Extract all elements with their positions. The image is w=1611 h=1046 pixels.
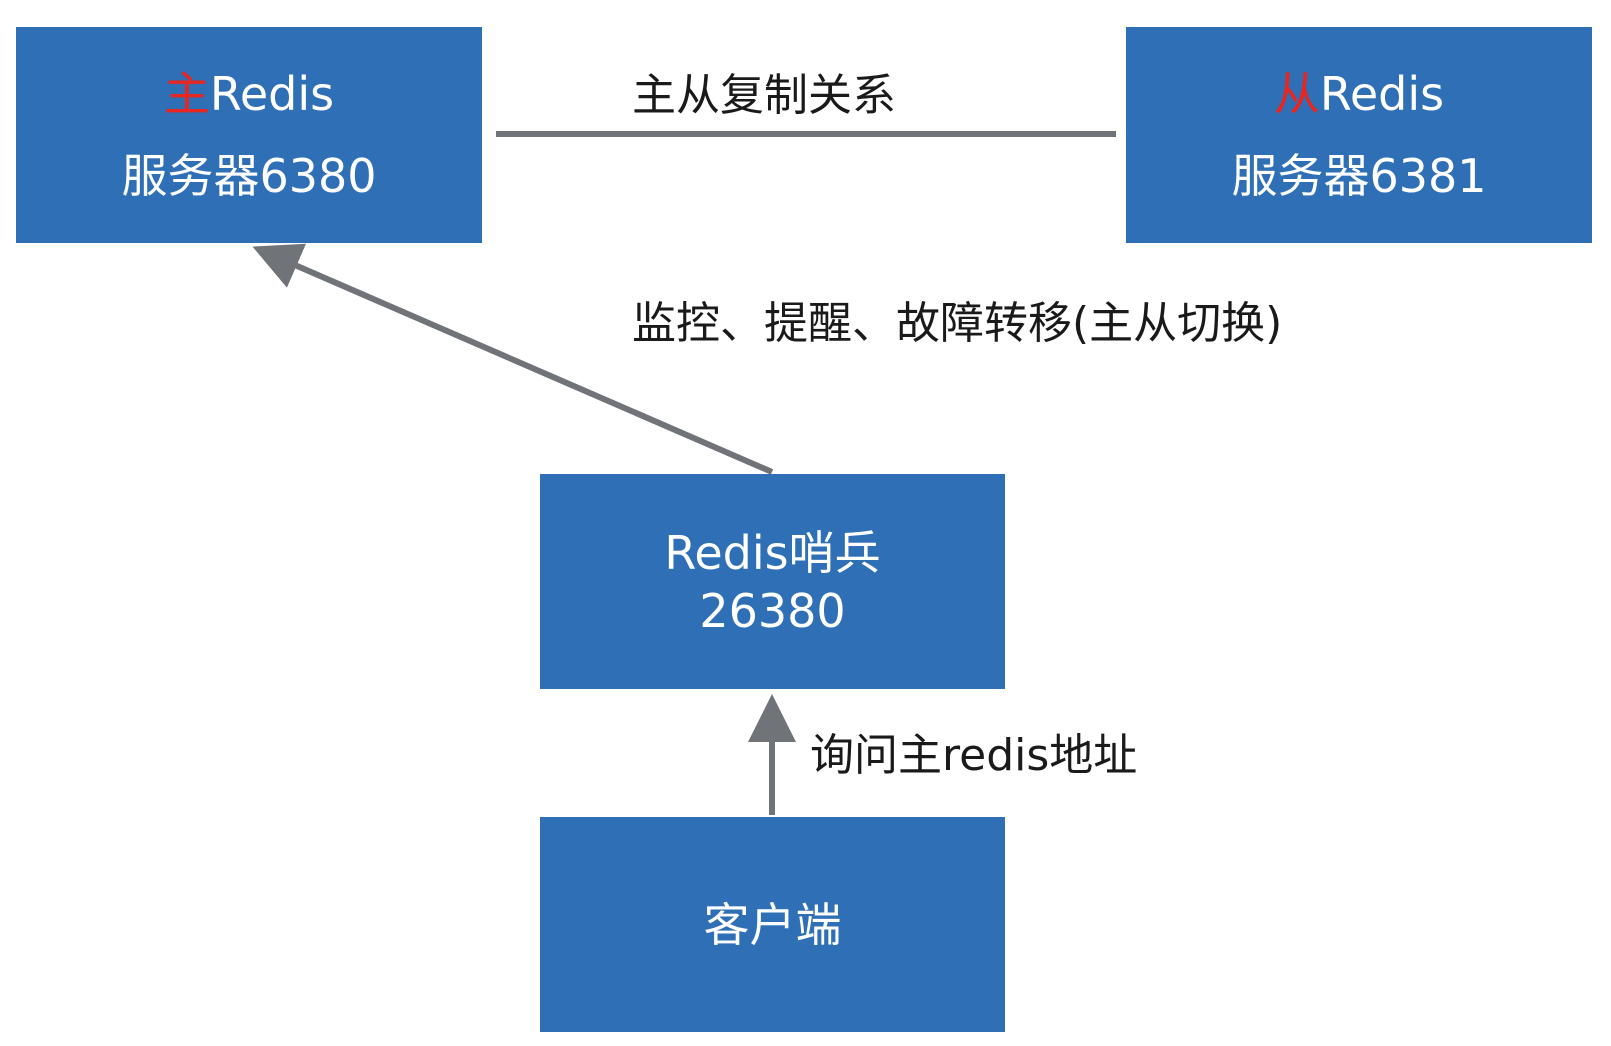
sentinel-port: 26380 bbox=[699, 583, 846, 638]
replication-label: 主从复制关系 bbox=[632, 70, 896, 121]
slave-name: Redis bbox=[1319, 67, 1445, 121]
master-redis-box: 主Redis 服务器6380 bbox=[16, 27, 482, 243]
slave-redis-box: 从Redis 服务器6381 bbox=[1126, 27, 1592, 243]
client-box: 客户端 bbox=[540, 817, 1005, 1032]
master-title: 主Redis bbox=[164, 71, 334, 117]
client-label: 客户端 bbox=[703, 897, 842, 952]
slave-prefix: 从 bbox=[1273, 67, 1320, 121]
query-label: 询问主redis地址 bbox=[810, 730, 1138, 781]
monitor-arrow bbox=[252, 243, 774, 475]
sentinel-box: Redis哨兵 26380 bbox=[540, 474, 1005, 689]
master-name: Redis bbox=[209, 67, 335, 121]
master-subtitle: 服务器6380 bbox=[121, 149, 377, 203]
slave-subtitle: 服务器6381 bbox=[1231, 149, 1487, 203]
monitor-label: 监控、提醒、故障转移(主从切换) bbox=[632, 298, 1283, 349]
sentinel-title: Redis哨兵 bbox=[664, 525, 881, 580]
master-prefix: 主 bbox=[163, 67, 210, 121]
slave-title: 从Redis bbox=[1274, 71, 1444, 117]
